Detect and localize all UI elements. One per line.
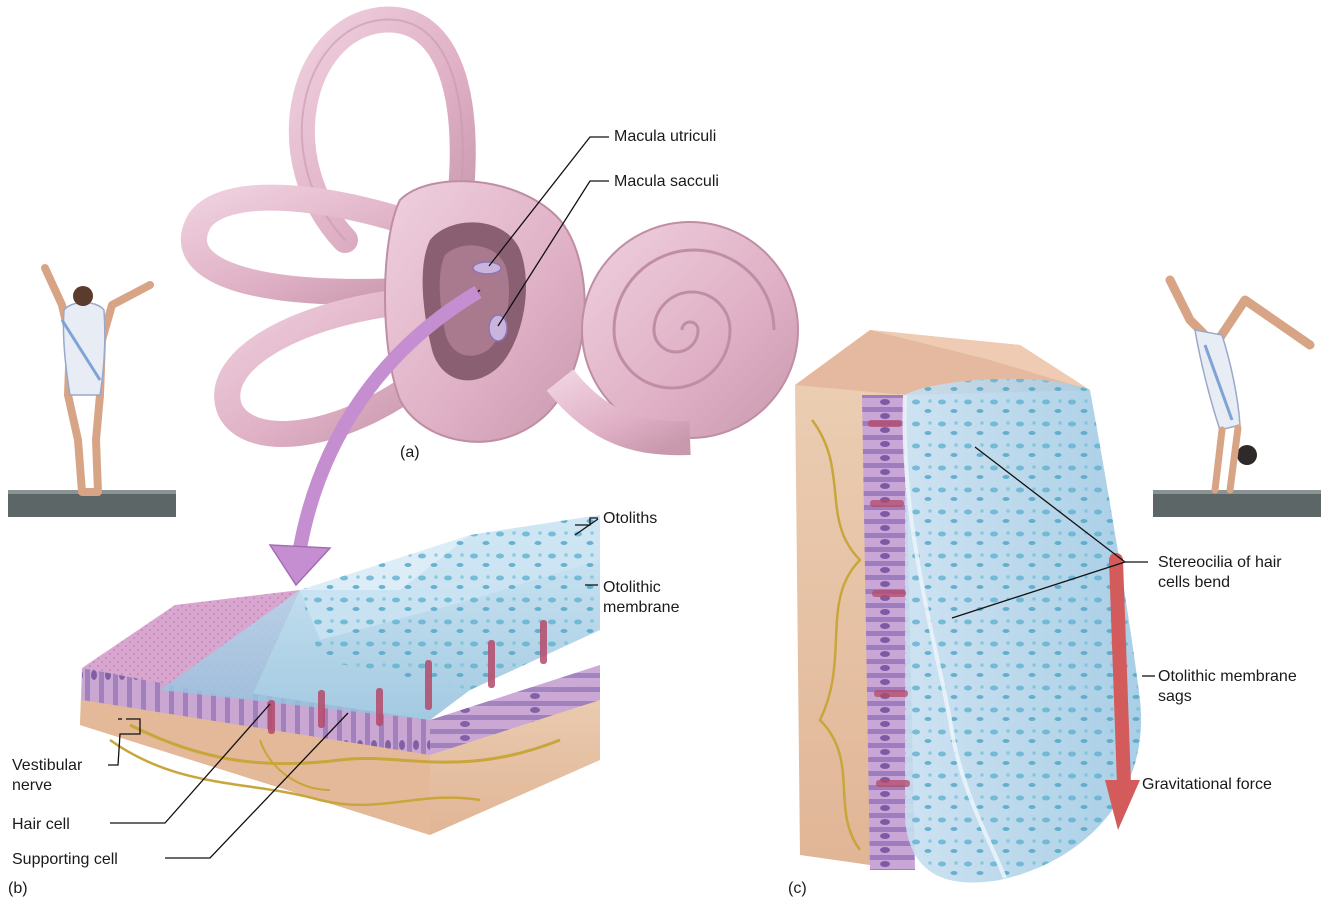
tilted-macula-illustration — [795, 330, 1141, 883]
label-membrane-sags-line-2: sags — [1158, 687, 1297, 707]
label-macula-sacculi: Macula sacculi — [614, 172, 719, 192]
zoom-arrow-head — [270, 545, 330, 585]
label-vestibular-nerve-line-1: Vestibular — [12, 756, 82, 776]
inner-ear-illustration — [185, 10, 798, 472]
label-membrane-sags-line-1: Otolithic membrane — [1158, 667, 1297, 687]
panel-label-b: (b) — [8, 880, 28, 898]
label-vestibular-nerve-line-2: nerve — [12, 776, 82, 796]
label-macula-utriculi: Macula utriculi — [614, 127, 716, 147]
label-stereocilia: Stereocilia of hair cells bend — [1158, 553, 1282, 593]
panel-label-a: (a) — [400, 444, 420, 462]
gymnast-upright-photo — [8, 255, 176, 517]
label-hair-cell: Hair cell — [12, 815, 70, 835]
label-stereocilia-line-1: Stereocilia of hair — [1158, 553, 1282, 573]
label-supporting-cell: Supporting cell — [12, 850, 118, 870]
label-otolithic-membrane: Otolithic membrane — [603, 578, 679, 618]
label-membrane-sags: Otolithic membrane sags — [1158, 667, 1297, 707]
macula-block-illustration — [80, 515, 600, 835]
label-otolithic-membrane-line-1: Otolithic — [603, 578, 679, 598]
label-otolithic-membrane-line-2: membrane — [603, 598, 679, 618]
panel-label-c: (c) — [788, 880, 807, 898]
gymnast-handstand-photo — [1153, 255, 1321, 517]
label-otoliths: Otoliths — [603, 509, 657, 529]
label-vestibular-nerve: Vestibular nerve — [12, 756, 82, 796]
label-stereocilia-line-2: cells bend — [1158, 573, 1282, 593]
label-gravitational-force: Gravitational force — [1142, 775, 1272, 795]
